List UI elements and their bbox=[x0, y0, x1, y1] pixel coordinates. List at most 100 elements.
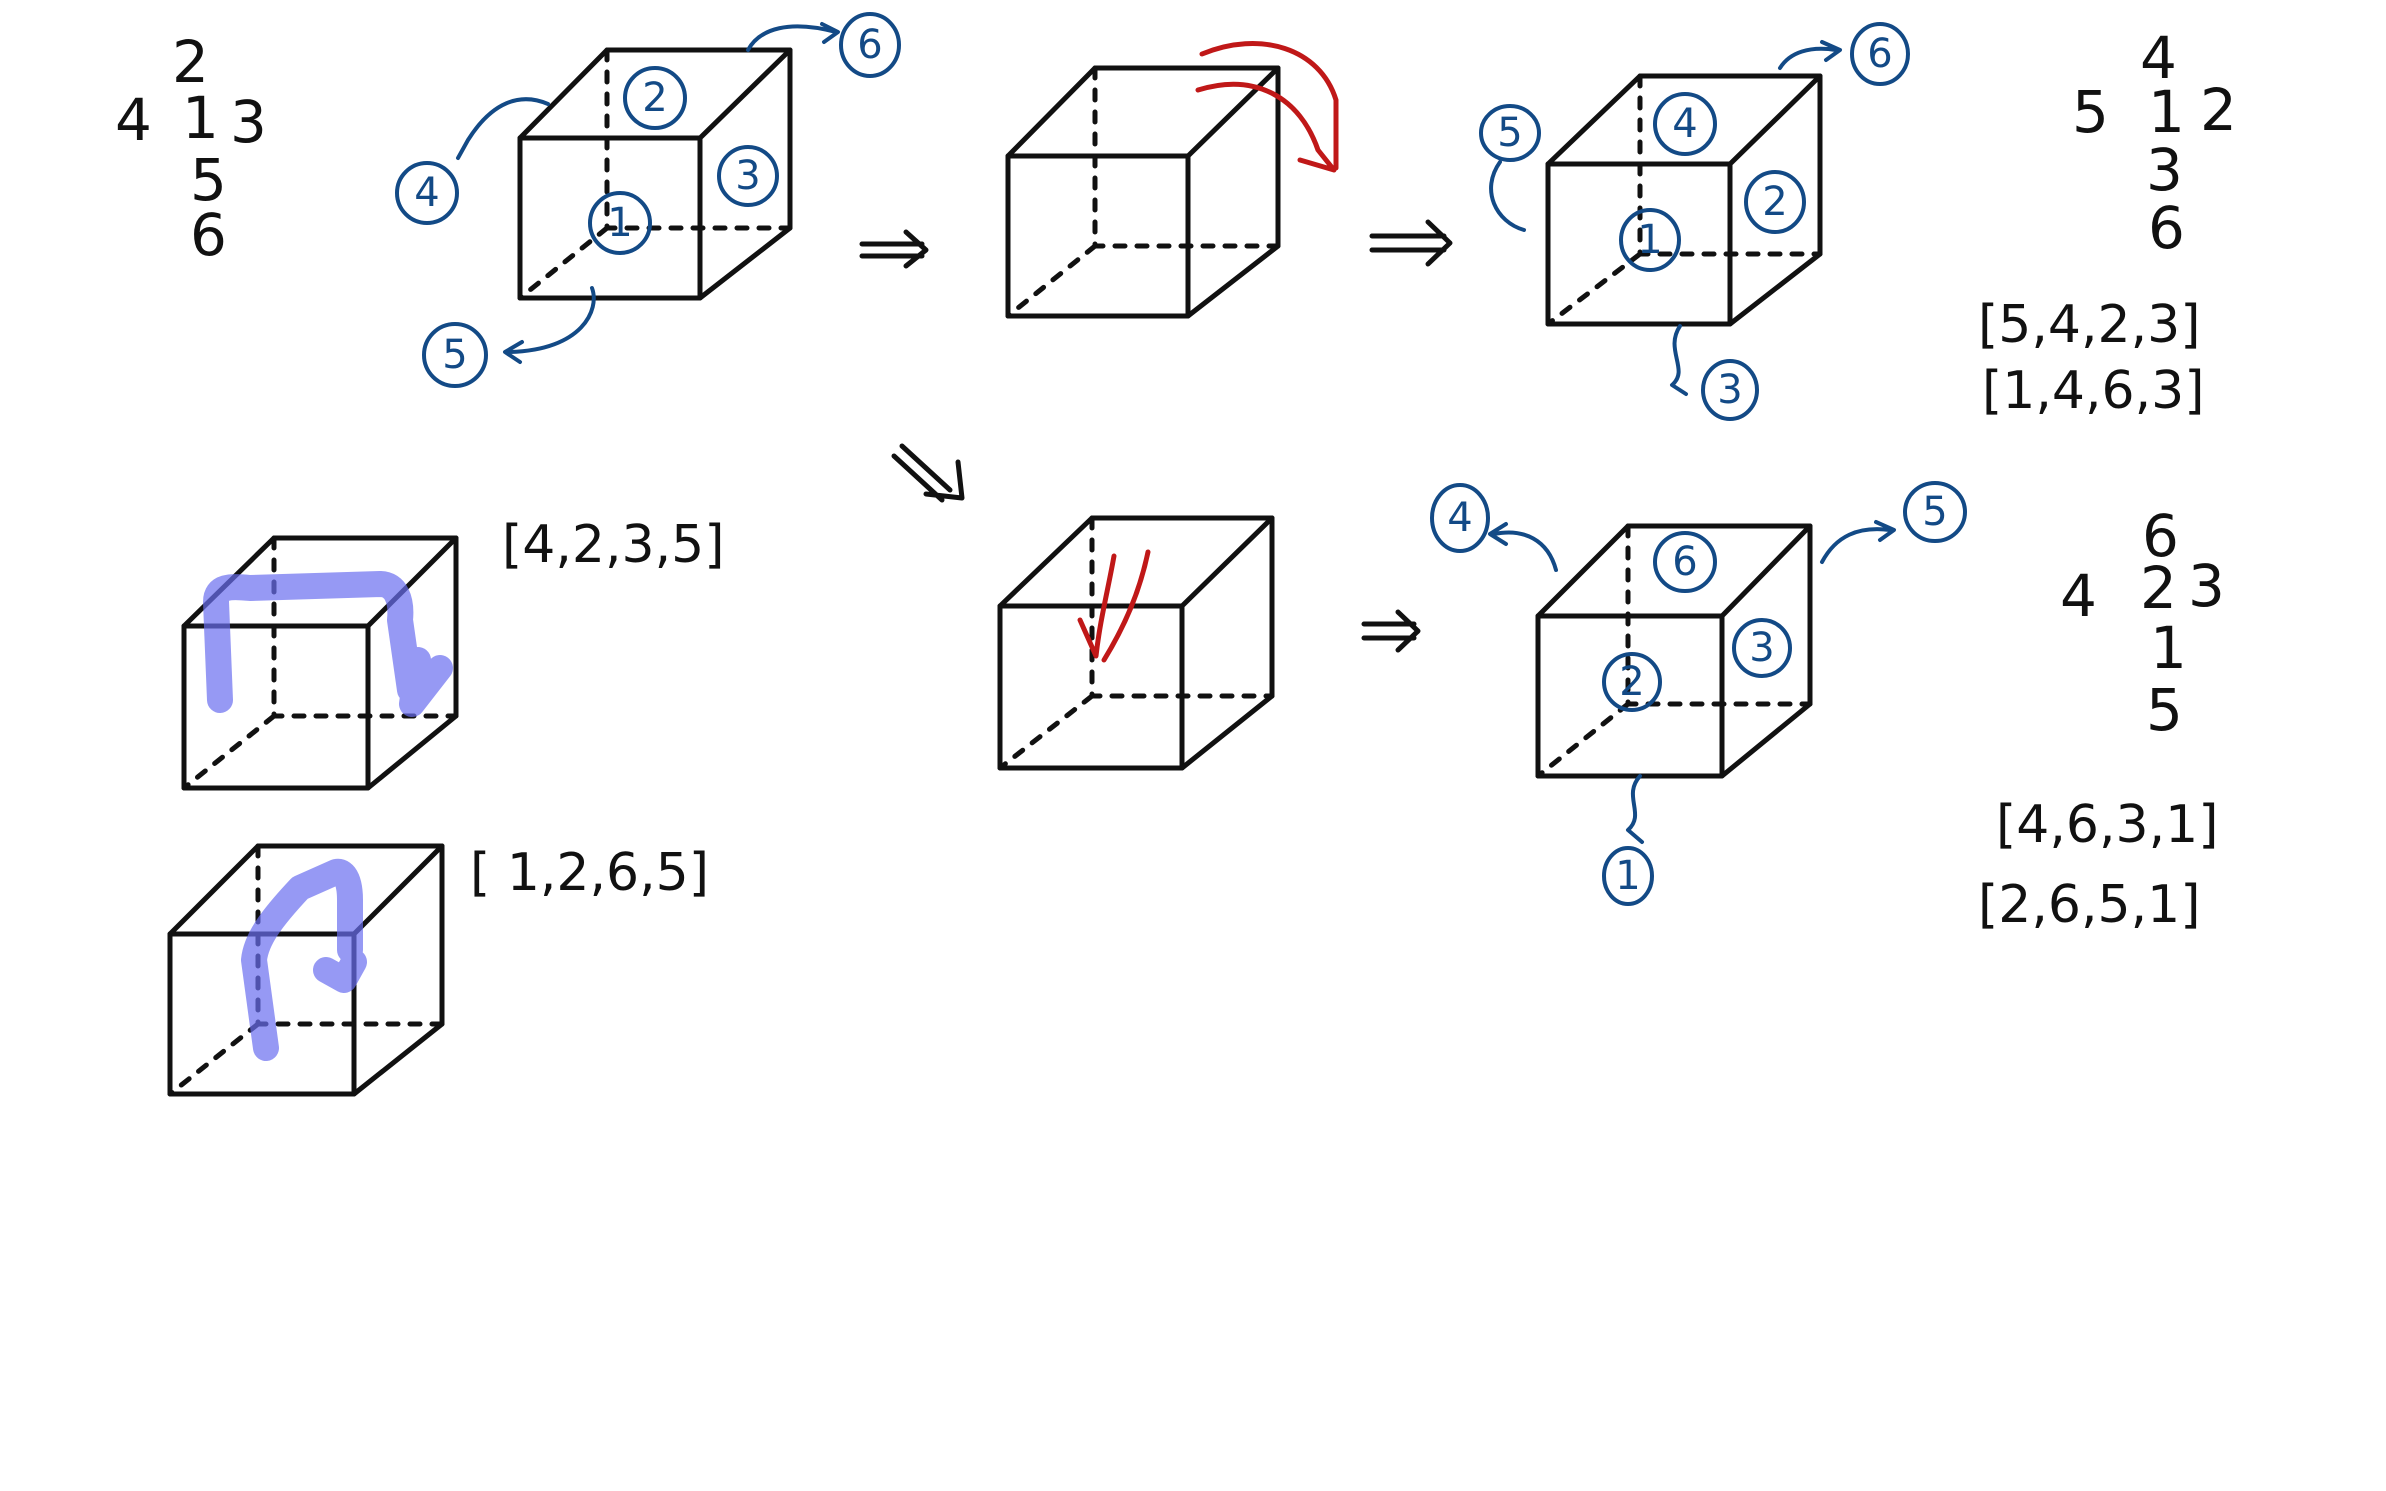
arrow-c-back bbox=[1778, 40, 1842, 70]
list-e1: [4,6,3,1] bbox=[1996, 795, 2219, 855]
net-initial: 2 4 1 3 5 6 bbox=[115, 28, 267, 269]
svg-text:2: 2 bbox=[642, 75, 667, 121]
arrow-a-to-b bbox=[859, 229, 929, 269]
cube-d-top bbox=[997, 515, 1275, 609]
cube-c-top bbox=[1545, 73, 1823, 167]
arrow-e-right bbox=[1820, 520, 1896, 564]
arrow-e-left bbox=[1488, 522, 1558, 572]
svg-text:1: 1 bbox=[607, 200, 632, 246]
list-e2: [2,6,5,1] bbox=[1978, 875, 2201, 935]
svg-text:4: 4 bbox=[1672, 101, 1697, 147]
arrow-b-to-c bbox=[1369, 219, 1453, 267]
svg-text:6: 6 bbox=[857, 22, 882, 68]
list-g: [ 1,2,6,5] bbox=[470, 843, 709, 903]
cube-b-hidden-diagonal bbox=[1005, 243, 1098, 319]
net-initial-below1: 5 bbox=[190, 146, 227, 214]
badge-c-back-out: 6 bbox=[1850, 22, 1910, 86]
cube-b bbox=[1005, 41, 1339, 319]
svg-text:4: 4 bbox=[414, 170, 439, 216]
badge-c-left-out: 5 bbox=[1479, 104, 1541, 162]
net-c-center: 1 bbox=[2148, 78, 2185, 146]
list-f: [4,2,3,5] bbox=[502, 515, 725, 575]
red-down-arrow-2 bbox=[1101, 549, 1151, 663]
net-e-top: 6 bbox=[2142, 502, 2179, 570]
net-initial-left: 4 bbox=[115, 86, 152, 154]
cube-a: 2 1 3 4 5 6 bbox=[395, 12, 901, 388]
svg-text:6: 6 bbox=[1867, 31, 1892, 77]
list-c2: [1,4,6,3] bbox=[1982, 361, 2205, 421]
net-e-left: 4 bbox=[2060, 562, 2097, 630]
net-initial-right: 3 bbox=[230, 88, 267, 156]
badge-c-right: 2 bbox=[1744, 170, 1806, 234]
net-e: 6 4 2 3 1 5 bbox=[2060, 502, 2225, 744]
arrow-d-to-e bbox=[1361, 609, 1421, 653]
cube-f-hidden-diagonal bbox=[181, 713, 277, 791]
svg-text:2: 2 bbox=[1619, 659, 1644, 705]
svg-text:5: 5 bbox=[1922, 489, 1947, 535]
net-e-right: 3 bbox=[2188, 552, 2225, 620]
badge-e-front: 2 bbox=[1602, 652, 1662, 712]
net-c-below1: 3 bbox=[2146, 136, 2183, 204]
cube-e: 6 2 3 4 5 1 bbox=[1430, 481, 1967, 906]
net-c-below2: 6 bbox=[2148, 194, 2185, 262]
cube-e-top bbox=[1535, 523, 1813, 619]
badge-e-top: 6 bbox=[1653, 531, 1717, 593]
net-initial-below2: 6 bbox=[190, 201, 227, 269]
svg-text:5: 5 bbox=[1497, 110, 1522, 156]
cube-c-hidden-diagonal bbox=[1545, 251, 1643, 327]
arrow-a-bottom bbox=[503, 286, 596, 364]
cube-g bbox=[167, 843, 445, 1097]
badge-e-left-out: 4 bbox=[1430, 483, 1490, 553]
cube-a-top bbox=[517, 47, 793, 141]
cube-c: 4 1 2 5 3 6 bbox=[1479, 22, 1910, 421]
arrow-a-left bbox=[456, 97, 550, 160]
arrow-c-bottom bbox=[1670, 324, 1688, 396]
badge-a-left-out: 4 bbox=[395, 161, 459, 225]
svg-text:3: 3 bbox=[735, 153, 760, 199]
svg-text:1: 1 bbox=[1615, 853, 1640, 899]
svg-text:3: 3 bbox=[1717, 367, 1742, 413]
cube-g-hidden-diagonal bbox=[167, 1021, 261, 1097]
red-down-arrow-1 bbox=[1077, 553, 1117, 659]
cube-b-side bbox=[1185, 65, 1281, 319]
net-e-center: 2 bbox=[2140, 554, 2177, 622]
cube-f bbox=[181, 535, 459, 791]
badge-c-top: 4 bbox=[1653, 92, 1717, 156]
red-rotation-arrow-1 bbox=[1199, 41, 1339, 171]
net-c-top: 4 bbox=[2140, 24, 2177, 92]
badge-e-right: 3 bbox=[1732, 618, 1792, 678]
badge-a-right: 3 bbox=[717, 145, 779, 207]
cube-d-hidden-diagonal bbox=[997, 693, 1095, 771]
badge-c-front: 1 bbox=[1619, 208, 1681, 272]
svg-text:2: 2 bbox=[1762, 179, 1787, 225]
badge-e-right-out: 5 bbox=[1903, 481, 1967, 543]
net-c-left: 5 bbox=[2072, 78, 2109, 146]
badge-a-back-out: 6 bbox=[839, 12, 901, 78]
cube-d bbox=[997, 515, 1275, 771]
arrow-a-to-d bbox=[891, 443, 965, 503]
net-c: 4 5 1 2 3 6 bbox=[2072, 24, 2237, 262]
arrow-e-bottom bbox=[1626, 774, 1644, 844]
arrow-c-left bbox=[1489, 160, 1526, 232]
net-e-below1: 1 bbox=[2150, 614, 2187, 682]
badge-a-bottom-out: 5 bbox=[422, 322, 488, 388]
arrow-a-back bbox=[746, 22, 840, 52]
highlight-path-g bbox=[241, 858, 367, 1061]
net-initial-center: 1 bbox=[182, 84, 219, 152]
cube-g-top bbox=[167, 843, 445, 937]
cube-e-hidden-diagonal bbox=[1535, 701, 1631, 779]
badge-a-front: 1 bbox=[588, 191, 652, 255]
cube-b-top bbox=[1005, 65, 1281, 159]
net-c-right: 2 bbox=[2200, 76, 2237, 144]
cube-d-side bbox=[1179, 515, 1275, 771]
cube-a-hidden-diagonal bbox=[517, 225, 610, 301]
badge-a-top: 2 bbox=[623, 66, 687, 130]
badge-c-bottom-out: 3 bbox=[1701, 359, 1759, 421]
svg-text:1: 1 bbox=[1637, 217, 1662, 263]
list-c1: [5,4,2,3] bbox=[1978, 295, 2201, 355]
svg-text:4: 4 bbox=[1447, 495, 1472, 541]
net-initial-top: 2 bbox=[172, 28, 209, 96]
svg-text:5: 5 bbox=[442, 332, 467, 378]
red-rotation-arrow-2 bbox=[1195, 81, 1337, 173]
